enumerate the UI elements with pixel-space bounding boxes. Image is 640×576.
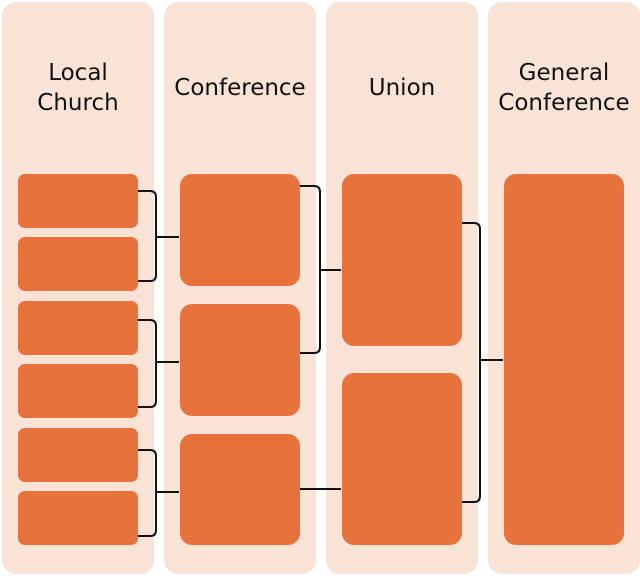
- column-title-union: Union: [326, 73, 478, 103]
- column-title-line: Church: [37, 90, 119, 116]
- local-church-box: [18, 174, 138, 228]
- union-box: [342, 174, 462, 346]
- column-title-general-conference: General Conference: [488, 58, 640, 118]
- conference-box: [180, 434, 300, 545]
- local-church-box: [18, 491, 138, 545]
- general-conference-box: [504, 174, 624, 545]
- conference-box: [180, 174, 300, 286]
- column-title-line: Local: [48, 60, 108, 86]
- column-title-conference: Conference: [164, 73, 316, 103]
- local-church-box: [18, 364, 138, 418]
- column-title-line: General: [518, 60, 610, 86]
- local-church-box: [18, 301, 138, 355]
- column-title-local-church: Local Church: [2, 58, 154, 118]
- local-church-box: [18, 237, 138, 291]
- column-title-line: Union: [368, 75, 436, 101]
- local-church-box: [18, 428, 138, 482]
- column-title-line: Conference: [498, 90, 630, 116]
- union-box: [342, 373, 462, 545]
- column-title-line: Conference: [174, 75, 306, 101]
- conference-box: [180, 304, 300, 416]
